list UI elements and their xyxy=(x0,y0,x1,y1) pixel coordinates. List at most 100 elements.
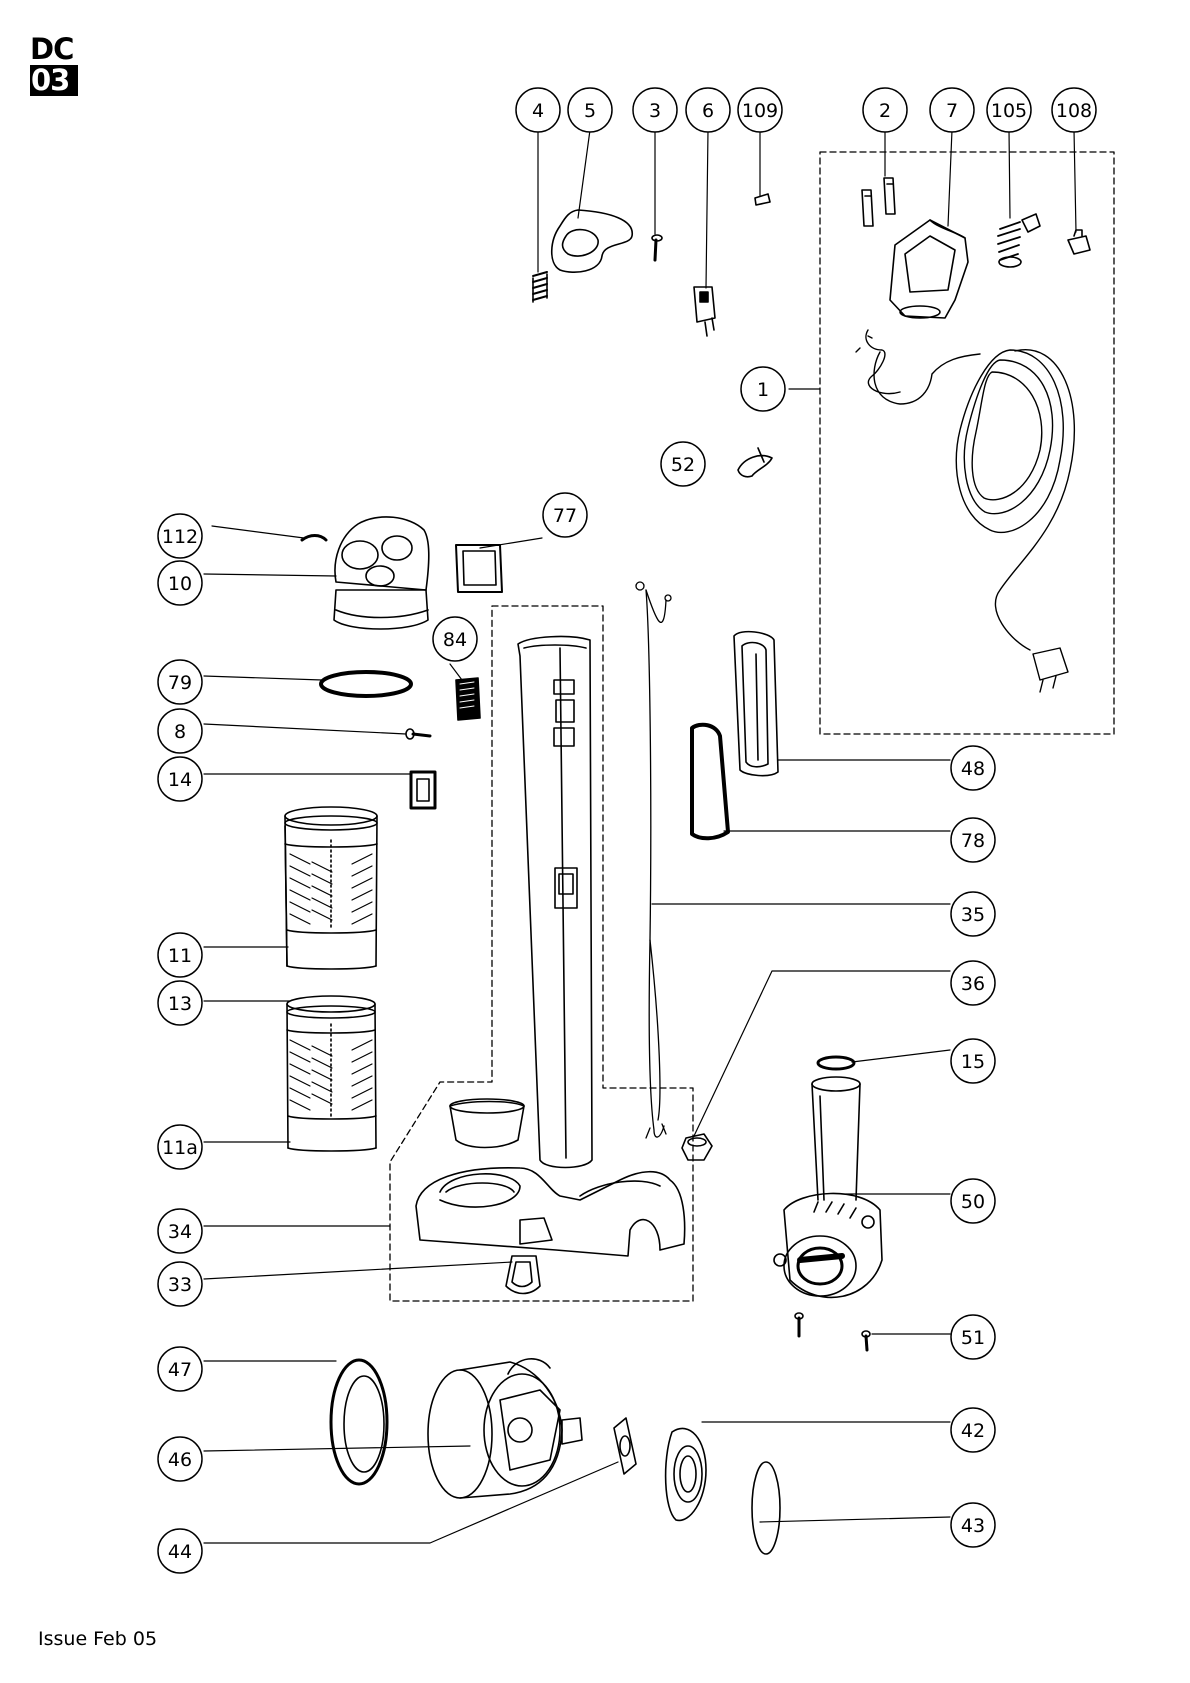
svg-text:10: 10 xyxy=(168,573,192,595)
callout-46: 46 xyxy=(157,1436,203,1482)
leader-lines xyxy=(203,129,1077,1544)
part-inner-bin xyxy=(286,995,377,1152)
callout-10: 10 xyxy=(157,560,203,606)
part-side-panel xyxy=(733,630,779,777)
svg-text:42: 42 xyxy=(961,1420,985,1442)
callout-112: 112 xyxy=(157,513,203,559)
callout-47: 47 xyxy=(157,1346,203,1392)
part-o-ring xyxy=(319,670,413,698)
base-assembly-dashed-box xyxy=(389,605,694,1302)
callout-109: 109 xyxy=(737,87,783,133)
part-seal-strip xyxy=(300,534,328,542)
part-cover xyxy=(550,209,633,273)
svg-text:50: 50 xyxy=(961,1191,985,1213)
callout-markers: 4 5 3 6 109 2 7 105 108 1 52 112 10 77 8… xyxy=(157,87,1097,1574)
part-nut xyxy=(681,1133,713,1161)
part-diverter-valve xyxy=(773,1076,883,1299)
svg-text:8: 8 xyxy=(174,721,186,743)
part-pedal-clip xyxy=(505,1255,541,1295)
callout-78: 78 xyxy=(950,817,996,863)
part-square-seal xyxy=(409,770,437,810)
part-square-gasket xyxy=(455,544,503,593)
part-coil xyxy=(997,213,1041,268)
callout-14: 14 xyxy=(157,756,203,802)
callout-3: 3 xyxy=(632,87,678,133)
callout-84: 84 xyxy=(432,616,478,662)
svg-text:112: 112 xyxy=(162,526,198,548)
svg-text:1: 1 xyxy=(757,379,769,401)
callout-79: 79 xyxy=(157,659,203,705)
logo-line-1: DC xyxy=(30,32,74,66)
callout-1: 1 xyxy=(740,366,786,412)
callout-4: 4 xyxy=(515,87,561,133)
callout-43: 43 xyxy=(950,1502,996,1548)
part-upright-duct xyxy=(517,635,593,1169)
svg-text:48: 48 xyxy=(961,758,985,780)
part-side-gasket xyxy=(690,722,730,841)
part-screws xyxy=(794,1312,871,1352)
svg-text:77: 77 xyxy=(553,505,577,527)
part-screw xyxy=(651,234,663,262)
svg-text:43: 43 xyxy=(961,1515,985,1537)
callout-8: 8 xyxy=(157,708,203,754)
callout-2: 2 xyxy=(862,87,908,133)
callout-5: 5 xyxy=(567,87,613,133)
svg-text:15: 15 xyxy=(961,1051,985,1073)
svg-text:4: 4 xyxy=(532,100,544,122)
svg-text:13: 13 xyxy=(168,993,192,1015)
callout-11: 11 xyxy=(157,932,203,978)
svg-text:2: 2 xyxy=(879,100,891,122)
callout-36: 36 xyxy=(950,960,996,1006)
callout-15: 15 xyxy=(950,1038,996,1084)
callout-11a: 11a xyxy=(157,1124,203,1170)
svg-text:78: 78 xyxy=(961,830,985,852)
callout-6: 6 xyxy=(685,87,731,133)
part-mains-cable xyxy=(855,329,1076,693)
callout-50: 50 xyxy=(950,1178,996,1224)
svg-text:79: 79 xyxy=(168,672,192,694)
callout-7: 7 xyxy=(929,87,975,133)
part-cover-recess xyxy=(561,228,599,257)
part-carbon-brushes xyxy=(861,177,896,227)
callout-51: 51 xyxy=(950,1314,996,1360)
svg-text:47: 47 xyxy=(168,1359,192,1381)
callout-33: 33 xyxy=(157,1261,203,1307)
svg-text:35: 35 xyxy=(961,904,985,926)
svg-text:84: 84 xyxy=(443,629,467,651)
part-small-clip xyxy=(1067,229,1091,255)
svg-text:44: 44 xyxy=(168,1541,192,1563)
svg-text:11: 11 xyxy=(168,945,192,967)
part-outer-bin xyxy=(284,806,378,970)
part-cyclone-cap xyxy=(333,516,430,630)
callout-108: 108 xyxy=(1051,87,1097,133)
part-retaining-clip xyxy=(737,447,773,478)
callout-13: 13 xyxy=(157,980,203,1026)
callout-42: 42 xyxy=(950,1407,996,1453)
part-fan-seal xyxy=(664,1427,707,1522)
callout-35: 35 xyxy=(950,891,996,937)
part-filter-disc xyxy=(751,1461,781,1555)
callout-44: 44 xyxy=(157,1528,203,1574)
svg-text:105: 105 xyxy=(991,100,1027,122)
svg-text:34: 34 xyxy=(168,1221,192,1243)
svg-text:109: 109 xyxy=(742,100,778,122)
part-clip xyxy=(754,193,771,206)
part-switch xyxy=(693,286,716,337)
svg-text:51: 51 xyxy=(961,1327,985,1349)
svg-text:11a: 11a xyxy=(162,1137,198,1159)
callout-52: 52 xyxy=(660,441,706,487)
part-motor-filter xyxy=(329,1358,389,1486)
part-small-o-ring xyxy=(816,1055,856,1071)
svg-text:14: 14 xyxy=(168,769,192,791)
issue-date: Issue Feb 05 xyxy=(38,1628,158,1650)
svg-text:7: 7 xyxy=(946,100,958,122)
part-motor xyxy=(427,1358,583,1499)
svg-text:3: 3 xyxy=(649,100,661,122)
svg-text:5: 5 xyxy=(584,100,596,122)
dc03-logo: DC 03 xyxy=(30,34,78,96)
part-motor-mount xyxy=(613,1417,637,1475)
svg-text:108: 108 xyxy=(1056,100,1092,122)
cable-assembly-dashed-box xyxy=(819,151,1115,735)
callout-105: 105 xyxy=(986,87,1032,133)
